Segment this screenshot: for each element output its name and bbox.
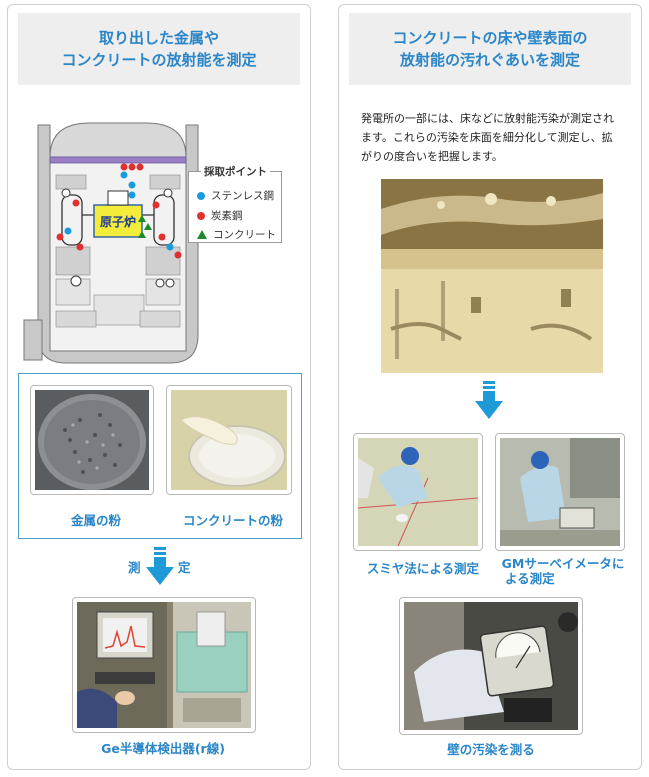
reactor-label: 原子炉	[100, 214, 136, 229]
plant-floor-photo	[381, 179, 603, 373]
sample-point-carbon	[56, 233, 64, 241]
smear-caption: スミヤ法による測定	[366, 561, 480, 576]
sample-point-carbon	[76, 243, 84, 251]
sample-point-carbon	[174, 251, 182, 259]
sample-point-concrete	[138, 215, 146, 222]
left-title-box: 取り出した金属や コンクリートの放射能を測定	[18, 13, 300, 85]
sample-point-concrete	[138, 231, 146, 238]
concrete-powder-caption: コンクリートの粉	[182, 513, 283, 528]
right-title-line1: コンクリートの床や壁表面の	[392, 29, 588, 47]
gm-caption: GMサーベイメータに よる測定	[495, 556, 631, 586]
gm-caption-line2: よる測定	[505, 571, 555, 586]
sample-point-carbon	[136, 163, 144, 171]
ge-detector-photo	[72, 597, 256, 733]
right-panel: コンクリートの床や壁表面の 放射能の汚れぐあいを測定 発電所の一部には、床などに…	[338, 4, 642, 770]
gm-caption-line1: GMサーベイメータに	[501, 556, 625, 571]
legend: 採取ポイント ステンレス鋼 炭素鋼 コンクリート	[188, 164, 282, 243]
down-arrow-icon	[475, 381, 503, 419]
description-text: 発電所の一部には、床などに放射能汚染が測定されます。これらの汚染を床面を細分化し…	[361, 112, 614, 163]
metal-powder-caption: 金属の粉	[70, 513, 121, 528]
wall-caption: 壁の汚染を測る	[447, 742, 535, 757]
wall-contamination-photo	[399, 597, 583, 735]
blue-dot-icon	[197, 191, 205, 200]
sample-point-carbon	[120, 163, 128, 171]
gm-survey-photo	[495, 433, 625, 551]
down-arrow-icon	[146, 547, 174, 585]
legend-title: 採取ポイント	[201, 164, 270, 179]
sample-point-stainless	[120, 171, 128, 179]
left-panel: 取り出した金属や コンクリートの放射能を測定 原子炉	[7, 4, 311, 770]
legend-item-stainless: ステンレス鋼	[197, 188, 274, 203]
measure-label-1: 測	[128, 560, 141, 575]
legend-item-carbon: 炭素鋼	[197, 208, 243, 223]
red-dot-icon	[197, 211, 205, 220]
measure-label-2: 定	[178, 560, 191, 575]
sample-point-carbon	[72, 199, 80, 207]
sample-point-stainless	[128, 191, 136, 199]
sample-point-stainless	[166, 243, 174, 251]
sample-point-carbon	[152, 201, 160, 209]
samples-frame	[18, 373, 302, 539]
legend-label: ステンレス鋼	[211, 190, 274, 202]
sample-point-concrete	[144, 223, 152, 230]
left-title-line2: コンクリートの放射能を測定	[61, 51, 257, 69]
left-title-line1: 取り出した金属や	[98, 29, 219, 47]
right-title-line2: 放射能の汚れぐあいを測定	[399, 51, 580, 69]
concrete-powder-photo	[166, 385, 292, 495]
legend-label: 炭素鋼	[211, 210, 243, 222]
sample-point-stainless	[128, 181, 136, 189]
sample-point-carbon	[158, 233, 166, 241]
right-title-box: コンクリートの床や壁表面の 放射能の汚れぐあいを測定	[349, 13, 631, 85]
green-triangle-icon	[197, 230, 207, 239]
sample-point-stainless	[64, 227, 72, 235]
metal-powder-photo	[30, 385, 154, 495]
reactor-building-diagram: 原子炉	[23, 122, 199, 364]
legend-item-concrete: コンクリート	[197, 227, 276, 242]
sample-point-carbon	[128, 163, 136, 171]
legend-label: コンクリート	[213, 229, 276, 241]
smear-method-photo	[353, 433, 483, 551]
ge-detector-caption: Ge半導体検出器(r線)	[101, 741, 225, 756]
